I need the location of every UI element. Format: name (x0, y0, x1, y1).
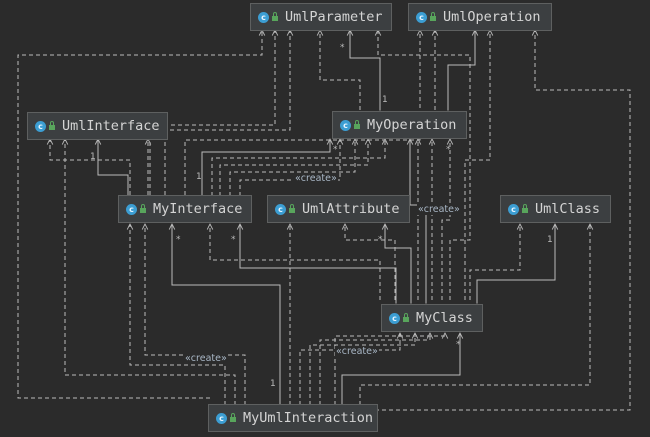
node-uml-parameter[interactable]: c UmlParameter (250, 3, 392, 31)
multiplicity-label: 1 (196, 172, 202, 182)
node-label: UmlAttribute (302, 201, 400, 217)
edge-interface-myoperation-d (211, 139, 385, 196)
edge-interaction-class-a (299, 333, 400, 405)
node-label: MyClass (416, 310, 473, 326)
multiplicity-label: 1 (382, 95, 388, 105)
edge-interaction-umloperation (375, 30, 631, 411)
assoc-interaction-class (342, 333, 460, 405)
assoc-interface-umlinterface (98, 139, 128, 196)
edge-class-attribute (345, 224, 396, 300)
public-access-icon (140, 204, 146, 213)
multiplicity-label: 1 (90, 152, 96, 162)
assoc-class-umlclass (477, 224, 555, 303)
multiplicity-label: 1 (547, 235, 553, 245)
assoc-class-attribute (385, 224, 411, 303)
edge-class-umloperation (464, 30, 490, 300)
edge-operation-parameter (320, 30, 361, 110)
create-stereotype-label: «create» (184, 353, 228, 364)
node-label: UmlParameter (285, 9, 383, 25)
edge-interaction-class-b (309, 333, 415, 405)
class-icon: c (275, 203, 286, 215)
multiplicity-label: * (231, 235, 236, 245)
assoc-interface-myoperation (202, 139, 330, 196)
multiplicity-label: * (378, 235, 383, 245)
edge-interaction-parameter (17, 30, 262, 399)
class-icon: c (216, 412, 227, 424)
edge-interface-parameter-a (149, 30, 275, 195)
multiplicity-label: * (340, 43, 345, 53)
public-access-icon (230, 413, 236, 422)
node-my-class[interactable]: c MyClass (381, 304, 483, 332)
edge-interaction-class-c (319, 333, 430, 405)
public-access-icon (522, 204, 528, 213)
public-access-icon (272, 12, 278, 21)
edge-interface-umlinterface-a (50, 139, 131, 195)
class-icon: c (340, 119, 351, 131)
node-label: MyUmlInteraction (243, 410, 374, 426)
edge-interaction-class-d (334, 333, 445, 405)
node-uml-attribute[interactable]: c UmlAttribute (267, 195, 410, 223)
edge-class-myoperation-c (441, 139, 450, 300)
node-label: MyOperation (367, 117, 457, 133)
edge-interaction-interface-b (145, 224, 246, 405)
class-icon: c (389, 312, 400, 324)
edge-interface-myoperation-c (219, 139, 368, 196)
class-icon: c (508, 203, 519, 215)
node-uml-class[interactable]: c UmlClass (500, 195, 611, 223)
node-label: UmlOperation (443, 9, 541, 25)
node-uml-interface[interactable]: c UmlInterface (27, 112, 168, 140)
multiplicity-label: * (176, 235, 181, 245)
node-uml-operation[interactable]: c UmlOperation (408, 3, 552, 31)
assoc-class-interface (240, 224, 396, 303)
class-icon: c (416, 11, 427, 23)
class-icon: c (258, 11, 269, 23)
multiplicity-label: * (446, 145, 451, 155)
node-label: UmlClass (535, 201, 601, 217)
node-label: MyInterface (153, 201, 243, 217)
create-stereotype-label: «create» (417, 204, 461, 215)
edge-interface-operation (184, 30, 420, 195)
create-stereotype-label: «create» (294, 173, 338, 184)
node-my-operation[interactable]: c MyOperation (332, 111, 467, 139)
public-access-icon (354, 120, 360, 129)
node-my-interface[interactable]: c MyInterface (118, 195, 252, 223)
multiplicity-label: * (333, 145, 338, 155)
public-access-icon (289, 204, 295, 213)
public-access-icon (403, 313, 409, 322)
node-label: UmlInterface (62, 118, 160, 134)
public-access-icon (49, 121, 55, 130)
multiplicity-label: 1 (270, 379, 276, 389)
assoc-operation-umloperation (448, 30, 475, 110)
edge-class-parameter (378, 30, 471, 300)
class-icon: c (35, 120, 46, 132)
class-icon: c (126, 203, 137, 215)
create-stereotype-label: «create» (335, 346, 379, 357)
node-my-uml-interaction[interactable]: c MyUmlInteraction (208, 404, 378, 432)
edge-interaction-interface-a (130, 224, 226, 405)
edge-interface-parameter-b (164, 30, 290, 195)
edge-interface-myoperation-a (239, 139, 340, 196)
assoc-interaction-interface (172, 224, 280, 405)
assoc-operation-parameter (350, 30, 380, 110)
edge-class-umlclass-a (469, 224, 520, 300)
multiplicity-label: * (456, 340, 461, 350)
public-access-icon (430, 12, 436, 21)
